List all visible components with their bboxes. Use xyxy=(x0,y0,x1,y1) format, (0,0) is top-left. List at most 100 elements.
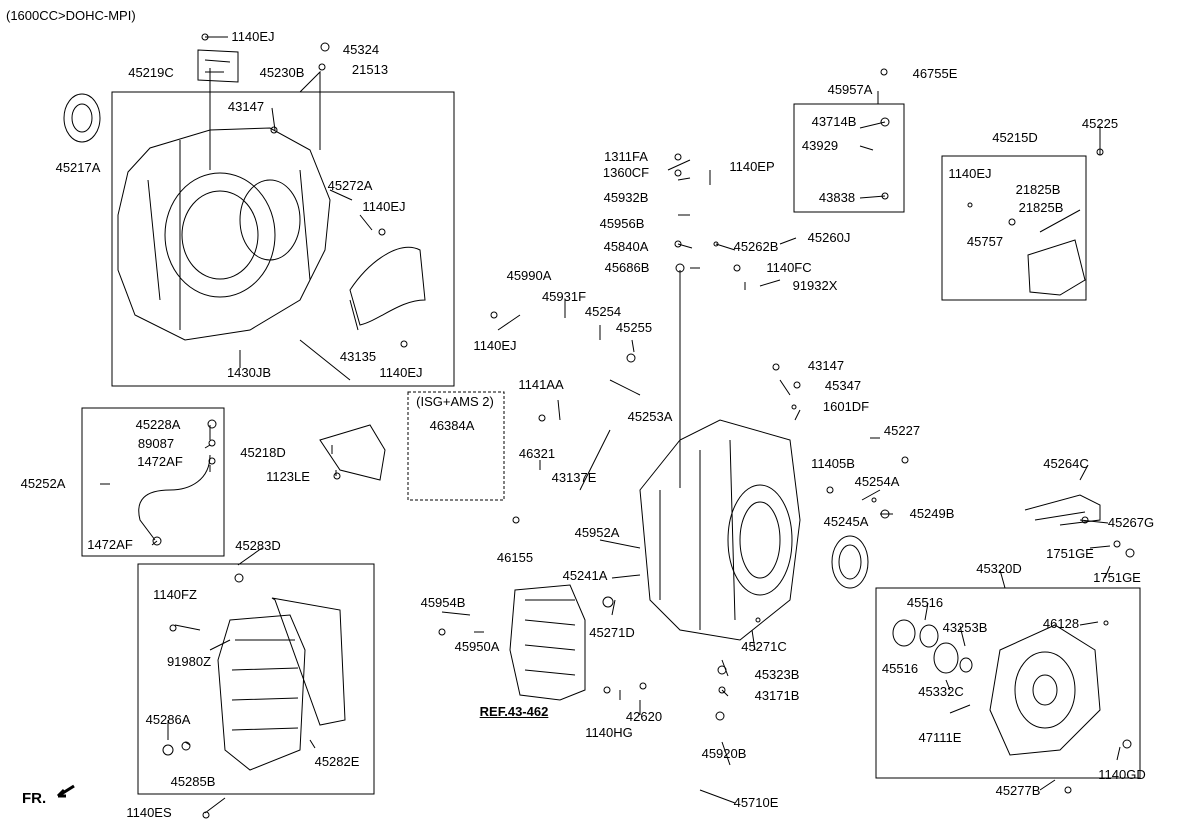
part-label: 45241A xyxy=(562,568,608,583)
part-label: 45324 xyxy=(342,42,380,57)
hose-drawing xyxy=(138,454,211,541)
group-frame-bracket xyxy=(941,155,1087,301)
part-label: 1140HG xyxy=(585,725,633,740)
part-label: 45227 xyxy=(883,423,921,438)
part-label: 45218D xyxy=(240,445,286,460)
part-label: 46384A xyxy=(429,418,475,433)
part-label: 1141AA xyxy=(518,377,564,392)
part-label: 1140GD xyxy=(1098,767,1146,782)
pipe-drawing xyxy=(1024,494,1101,526)
part-label: 45228A xyxy=(135,417,181,432)
part-label: 43135 xyxy=(339,349,377,364)
part-label: 1140EJ xyxy=(379,365,423,380)
part-label: 45332C xyxy=(918,684,964,699)
part-label: 45253A xyxy=(627,409,673,424)
o-ring-drawing xyxy=(892,619,916,647)
part-label: 45516 xyxy=(881,661,919,676)
bracket-drawing xyxy=(1027,239,1086,296)
front-direction-label: FR. xyxy=(22,790,47,807)
part-label: 1140EP xyxy=(729,159,775,174)
part-label: 1472AF xyxy=(87,537,133,552)
part-label: 45215D xyxy=(992,130,1038,145)
engine-spec-header: (1600CC>DOHC-MPI) xyxy=(6,8,136,23)
part-label: 45323B xyxy=(754,667,800,682)
part-label: 45249B xyxy=(909,506,955,521)
part-label: 45255 xyxy=(615,320,653,335)
part-label: 43147 xyxy=(807,358,845,373)
part-label: 45225 xyxy=(1081,116,1119,131)
group-frame-case xyxy=(111,91,455,387)
group-frame-oilpan xyxy=(137,563,375,795)
part-label: 45230B xyxy=(259,65,305,80)
part-label: 45217A xyxy=(55,160,101,175)
part-label: 1601DF xyxy=(822,399,870,414)
part-label: 45347 xyxy=(824,378,862,393)
part-label: 45952A xyxy=(574,525,620,540)
part-label: 45757 xyxy=(966,234,1004,249)
part-label: 45254 xyxy=(584,304,622,319)
oil-pan-drawing xyxy=(217,597,346,771)
part-label: 21825B xyxy=(1018,200,1064,215)
heat-shield-drawing xyxy=(319,424,386,481)
part-label: 45686B xyxy=(604,260,650,275)
part-label: 21513 xyxy=(351,62,389,77)
part-label: 45271D xyxy=(589,625,635,640)
part-label: 1140EJ xyxy=(473,338,517,353)
part-label: 1140FZ xyxy=(153,587,197,602)
valve-body-drawing xyxy=(509,584,586,701)
part-label: 1472AF xyxy=(137,454,183,469)
part-label: 91980Z xyxy=(166,654,212,669)
part-label: 46128 xyxy=(1042,616,1080,631)
part-label: 43171B xyxy=(754,688,800,703)
part-label: 91932X xyxy=(792,278,838,293)
part-label: 45285B xyxy=(170,774,216,789)
part-label: 45954B xyxy=(420,595,466,610)
part-label: 1140EJ xyxy=(948,166,992,181)
part-label: 11405B xyxy=(811,456,855,471)
part-label: 42620 xyxy=(625,709,663,724)
part-label: 45282E xyxy=(314,754,360,769)
part-label: 47111E xyxy=(918,730,962,745)
part-label: 43253B xyxy=(942,620,988,635)
transmission-body-drawing xyxy=(639,419,869,641)
ref-link[interactable]: REF.43-462 xyxy=(479,704,549,719)
part-label: 1360CF xyxy=(602,165,650,180)
front-arrow xyxy=(56,784,75,798)
part-label: 1140FC xyxy=(766,260,812,275)
part-label: 45956B xyxy=(599,216,645,231)
part-label: 45277B xyxy=(995,783,1041,798)
group-frame-hose xyxy=(81,407,225,557)
part-label: 45283D xyxy=(235,538,281,553)
part-label: 45957A xyxy=(827,82,873,97)
cover-plate-drawing xyxy=(892,619,1101,756)
part-label: 89087 xyxy=(137,436,175,451)
part-label: 45254A xyxy=(854,474,900,489)
part-label: 1751GE xyxy=(1046,546,1094,561)
part-label: 45264C xyxy=(1043,456,1089,471)
part-label: 43147 xyxy=(227,99,265,114)
part-label: 45272A xyxy=(327,178,373,193)
part-label: 45262B xyxy=(733,239,779,254)
part-label: 45516 xyxy=(906,595,944,610)
part-label: 46155 xyxy=(496,550,534,565)
part-label: 45840A xyxy=(603,239,649,254)
group-frame-cover xyxy=(875,587,1141,779)
part-label: 46321 xyxy=(518,446,556,461)
part-label: 45271C xyxy=(741,639,787,654)
part-label: 45260J xyxy=(807,230,851,245)
part-label: 1140EJ xyxy=(231,29,275,44)
part-label: 43929 xyxy=(801,138,839,153)
part-label: 1140ES xyxy=(126,805,172,820)
part-label: 45245A xyxy=(823,514,869,529)
part-label: 43137E xyxy=(551,470,597,485)
part-label: 1751GE xyxy=(1093,570,1141,585)
part-label: 45710E xyxy=(733,795,779,810)
part-label: 21825B xyxy=(1015,182,1061,197)
isg-box-label: (ISG+AMS 2) xyxy=(416,394,494,409)
group-frame-sensor xyxy=(793,103,905,213)
part-label: 45931F xyxy=(541,289,587,304)
part-label: 1311FA xyxy=(604,149,648,164)
part-label: 45990A xyxy=(506,268,552,283)
transmission-case-drawing xyxy=(63,49,426,341)
